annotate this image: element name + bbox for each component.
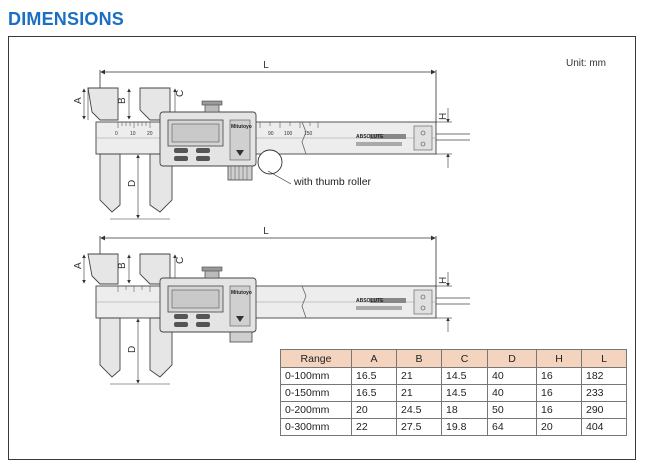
table-row: 0-300mm 22 27.5 19.8 64 20 404: [280, 418, 627, 436]
col-header-range: Range: [280, 349, 352, 368]
col-header-a: A: [351, 349, 397, 368]
cell-l: 290: [581, 401, 627, 419]
cell-range: 0-100mm: [280, 367, 352, 385]
dim-label-a-2: A: [73, 262, 84, 269]
col-header-h: H: [536, 349, 582, 368]
dim-label-d-2: D: [127, 346, 138, 353]
cell-l: 404: [581, 418, 627, 436]
cell-b: 24.5: [396, 401, 442, 419]
cell-a: 16.5: [351, 367, 397, 385]
cell-range: 0-150mm: [280, 384, 352, 402]
col-header-b: B: [396, 349, 442, 368]
dim-label-a: A: [73, 97, 84, 104]
page-title: DIMENSIONS: [8, 9, 125, 29]
cell-b: 21: [396, 367, 442, 385]
dim-label-l: L: [263, 60, 269, 71]
brand-logo-top: Mitutoyo: [231, 124, 252, 130]
col-header-l: L: [581, 349, 627, 368]
cell-a: 22: [351, 418, 397, 436]
table-row: 0-200mm 20 24.5 18 50 16 290: [280, 401, 627, 419]
cell-c: 19.8: [441, 418, 488, 436]
cell-c: 18: [441, 401, 488, 419]
cell-l: 233: [581, 384, 627, 402]
cell-d: 50: [487, 401, 537, 419]
cell-b: 21: [396, 384, 442, 402]
scale-mark-90: 90: [268, 131, 274, 137]
col-header-d: D: [487, 349, 537, 368]
cell-d: 64: [487, 418, 537, 436]
cell-l: 182: [581, 367, 627, 385]
absolute-mark-bottom: ABSOLUTE: [356, 298, 384, 304]
unit-label: Unit: mm: [566, 58, 606, 69]
cell-c: 14.5: [441, 367, 488, 385]
scale-mark-0: 0: [115, 131, 118, 137]
cell-a: 16.5: [351, 384, 397, 402]
cell-h: 20: [536, 418, 582, 436]
dim-label-c-2: C: [175, 257, 186, 264]
cell-c: 14.5: [441, 384, 488, 402]
cell-a: 20: [351, 401, 397, 419]
dim-label-c: C: [175, 90, 186, 97]
cell-range: 0-200mm: [280, 401, 352, 419]
caliper-bottom: L A B C D Mitutoyo: [73, 226, 470, 385]
caliper-top: L A B C 0 10 20 D: [73, 60, 470, 220]
thumb-roller-callout: with thumb roller: [294, 176, 372, 188]
cell-h: 16: [536, 401, 582, 419]
cell-range: 0-300mm: [280, 418, 352, 436]
dim-label-h-2: H: [438, 277, 449, 284]
scale-mark-10: 10: [130, 131, 136, 137]
thumb-roller: [227, 149, 292, 185]
cell-h: 16: [536, 367, 582, 385]
absolute-mark-top: ABSOLUTE: [356, 134, 384, 140]
dim-label-b: B: [117, 97, 128, 104]
table-row: 0-150mm 16.5 21 14.5 40 16 233: [280, 384, 627, 402]
table-row: 0-100mm 16.5 21 14.5 40 16 182: [280, 367, 627, 385]
scale-mark-100: 100: [284, 131, 293, 137]
dim-label-h: H: [438, 113, 449, 120]
col-header-c: C: [441, 349, 488, 368]
dimensions-frame: [8, 36, 636, 460]
dim-label-b-2: B: [117, 262, 128, 269]
dim-label-d: D: [127, 180, 138, 187]
scale-mark-20: 20: [147, 131, 153, 137]
table-header-row: Range A B C D H L: [280, 349, 627, 368]
brand-logo-bottom: Mitutoyo: [231, 290, 252, 296]
dimensions-table: Range A B C D H L 0-100mm 16.5 21 14.5 4…: [280, 349, 627, 436]
cell-d: 40: [487, 384, 537, 402]
cell-b: 27.5: [396, 418, 442, 436]
cell-h: 16: [536, 384, 582, 402]
scale-mark-150: 150: [304, 131, 313, 137]
dim-label-l-2: L: [263, 226, 269, 237]
cell-d: 40: [487, 367, 537, 385]
